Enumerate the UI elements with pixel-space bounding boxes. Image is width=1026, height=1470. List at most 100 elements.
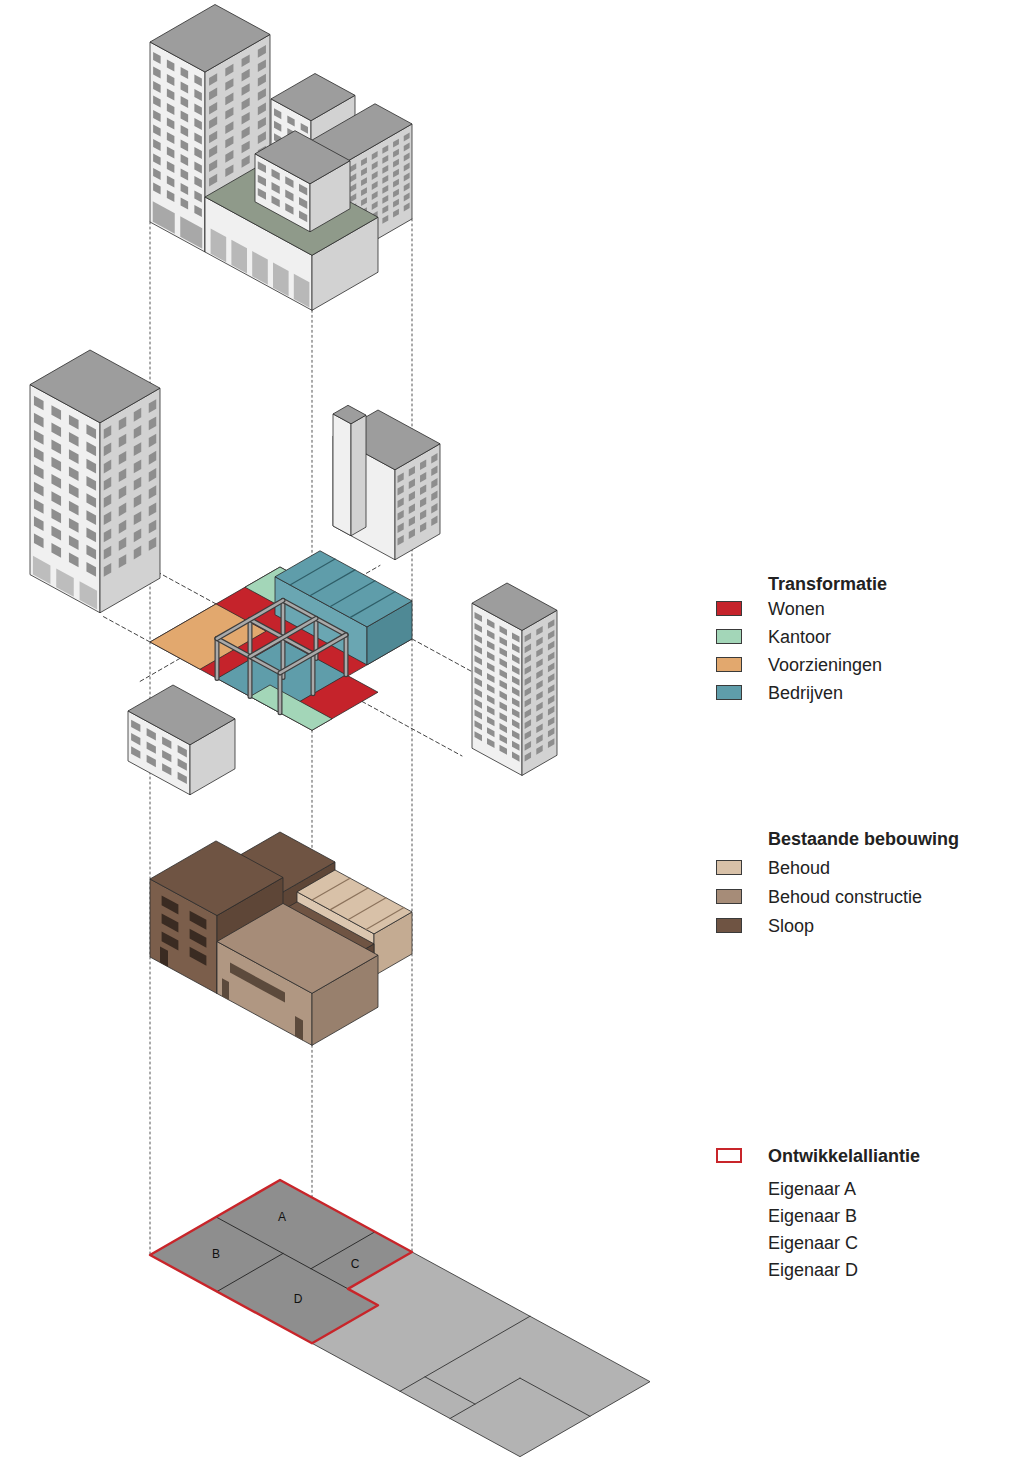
window <box>153 182 161 194</box>
window <box>242 126 250 139</box>
window <box>162 931 179 950</box>
window <box>512 708 520 718</box>
window <box>86 476 96 491</box>
alliance-outline <box>150 1180 412 1343</box>
window <box>393 179 399 188</box>
window <box>134 494 142 508</box>
roof-ridge <box>330 888 368 910</box>
window <box>548 673 554 683</box>
door <box>222 978 229 1000</box>
legend-swatch <box>716 601 742 616</box>
window <box>512 730 520 740</box>
window <box>131 746 140 758</box>
plot-boundary <box>425 1377 475 1404</box>
window <box>225 136 233 149</box>
window <box>190 911 207 930</box>
window <box>404 203 410 212</box>
window <box>104 442 112 456</box>
window <box>134 546 142 560</box>
window <box>382 145 388 154</box>
window <box>131 733 140 745</box>
parcel-boundary <box>311 1232 375 1269</box>
window <box>225 107 233 120</box>
window <box>225 164 233 177</box>
window <box>272 169 280 181</box>
window <box>178 772 187 784</box>
new-building <box>128 685 235 745</box>
new-building <box>472 583 557 630</box>
window <box>225 78 233 91</box>
window <box>167 117 175 129</box>
roof-ridge <box>310 570 355 596</box>
window <box>162 913 179 932</box>
window <box>512 719 520 729</box>
window <box>475 634 483 644</box>
window <box>194 132 202 144</box>
window <box>350 193 356 202</box>
window <box>258 188 266 200</box>
window <box>525 687 531 697</box>
window <box>431 491 437 501</box>
new-building <box>333 405 366 423</box>
window <box>372 161 378 170</box>
window <box>512 697 520 707</box>
window <box>475 655 483 665</box>
window <box>149 520 157 534</box>
frame-beam <box>345 635 348 675</box>
window <box>500 691 508 701</box>
frame-beam <box>344 635 349 675</box>
window <box>181 183 189 195</box>
window <box>548 684 554 694</box>
window <box>536 669 542 679</box>
ground-plan <box>150 1180 650 1457</box>
window <box>258 59 266 72</box>
plot-boundary <box>450 1378 520 1418</box>
window <box>512 643 520 653</box>
window <box>350 163 356 172</box>
window <box>536 734 542 744</box>
window <box>119 503 127 517</box>
frame-beam <box>280 635 346 673</box>
window <box>548 706 554 716</box>
window <box>194 190 202 202</box>
window <box>512 632 520 642</box>
window <box>167 88 175 100</box>
window <box>194 205 202 217</box>
window <box>475 709 483 719</box>
window <box>500 734 508 744</box>
window <box>382 165 388 174</box>
window <box>361 177 367 186</box>
owner-label: Eigenaar D <box>768 1259 858 1281</box>
window <box>51 491 61 506</box>
window <box>69 501 79 516</box>
window <box>409 504 415 514</box>
window <box>525 741 531 751</box>
window <box>34 533 44 548</box>
window <box>361 157 367 166</box>
window <box>181 81 189 93</box>
window <box>301 123 308 134</box>
window <box>242 155 250 168</box>
window <box>86 424 96 439</box>
window <box>86 528 96 543</box>
frame-beam <box>278 673 283 713</box>
window <box>404 173 410 182</box>
legend-swatch <box>716 629 742 644</box>
window <box>512 687 520 697</box>
window <box>104 425 112 439</box>
window <box>475 644 483 654</box>
window <box>525 698 531 708</box>
window <box>104 494 112 508</box>
window <box>420 485 426 495</box>
window <box>69 432 79 447</box>
window <box>475 666 483 676</box>
window <box>536 745 542 755</box>
window <box>34 430 44 445</box>
window <box>33 556 51 584</box>
window <box>420 510 426 520</box>
window <box>180 216 202 248</box>
window <box>119 554 127 568</box>
window <box>231 240 247 274</box>
window <box>209 116 217 129</box>
window <box>404 183 410 192</box>
